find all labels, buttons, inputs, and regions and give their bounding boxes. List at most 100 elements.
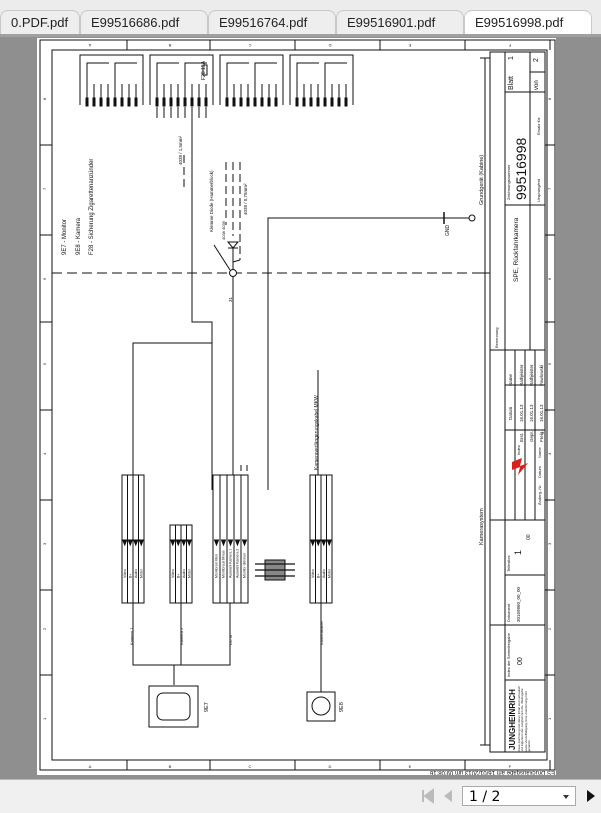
tab-label: E99516686.pdf	[91, 15, 180, 30]
document-value: 30169860_00_00	[516, 586, 521, 622]
gnd-terminal	[468, 214, 476, 222]
sheets-label: Teilestlos	[506, 556, 511, 572]
row-label: 5	[42, 362, 47, 365]
relay-contact	[226, 62, 249, 84]
row-label: 6	[42, 277, 47, 280]
pin-contact	[169, 97, 173, 107]
pin-label: Audio	[182, 569, 186, 578]
pin-contact	[204, 97, 208, 107]
diode-icon	[226, 241, 240, 249]
tab-label: E99516764.pdf	[219, 15, 308, 30]
pin-contact	[260, 97, 264, 107]
column-label: B	[168, 43, 171, 48]
tab-bar: 0.PDF.pdf E99516686.pdf E99516764.pdf E9…	[0, 0, 601, 37]
approval-name: Rathjeister	[529, 364, 534, 386]
pin-label: Motor	[327, 568, 331, 578]
pin-contact	[323, 97, 327, 107]
row-label: 2	[42, 627, 47, 630]
tab-label: E99516901.pdf	[347, 15, 436, 30]
pin-contact	[337, 97, 341, 107]
connector-block	[289, 54, 354, 105]
diode-label: Klemme Diode (Hammerblock)	[209, 170, 214, 232]
tab-label: 0.PDF.pdf	[11, 15, 69, 30]
tab-1[interactable]: E99516686.pdf	[80, 10, 208, 34]
prev-page-icon[interactable]	[440, 788, 456, 804]
monitor-screen	[156, 692, 191, 721]
tab-0[interactable]: 0.PDF.pdf	[0, 10, 80, 34]
next-page-icon[interactable]	[583, 788, 599, 804]
pin-label: Video	[311, 569, 315, 578]
dimension-label-top: Grundgerät (Kabine)	[479, 155, 485, 205]
sheet-value: 1	[508, 56, 515, 60]
gnd-label: GND	[445, 225, 451, 237]
pin-contact	[99, 97, 103, 107]
column-label: E	[408, 43, 411, 48]
index-value: 00	[526, 534, 532, 540]
terminal-circle	[229, 269, 237, 277]
column-label: D	[328, 43, 331, 48]
tab-4-active[interactable]: E99516998.pdf	[464, 10, 592, 34]
pin-contact-icon	[213, 539, 220, 547]
pin-contact	[309, 97, 313, 107]
replaces-label: Ersatz für:	[536, 117, 541, 135]
date-header: Datum	[508, 406, 513, 420]
row-label: 8	[42, 97, 47, 100]
pin-contact	[316, 97, 320, 107]
pin-contact-icon	[321, 539, 327, 547]
approval-date: 16.01.13	[529, 404, 534, 422]
row-label: 4	[547, 452, 552, 455]
approval-role: Erst.	[519, 433, 524, 442]
pin-contact	[232, 97, 236, 107]
tab-2[interactable]: E99516764.pdf	[208, 10, 336, 34]
column-label: B	[169, 764, 172, 769]
camera-lens-icon	[311, 696, 331, 716]
pin-contact-icon	[326, 539, 332, 547]
column-label: D	[329, 764, 332, 769]
pin-contact	[85, 97, 89, 107]
of-value: 2	[533, 58, 540, 62]
pin-contact	[274, 97, 278, 107]
pin-contact-icon	[227, 539, 234, 547]
pin-contact	[92, 97, 96, 107]
wire	[191, 113, 213, 490]
wire	[267, 217, 444, 490]
copyright-notice: Diese Zeichnung und deren Inhalt sind ve…	[518, 685, 532, 752]
first-page-icon[interactable]	[420, 788, 436, 804]
pin-label: B+	[316, 574, 320, 578]
wire-label: 31	[228, 296, 233, 302]
page-selector[interactable]: 1 / 2	[462, 786, 576, 806]
pin-label: Motor	[187, 568, 191, 578]
column-label: F	[509, 764, 512, 769]
pin-contact	[295, 97, 299, 107]
origin-label: Ursprung/ent	[536, 178, 541, 202]
pin-contact	[134, 97, 138, 107]
pin-contact-icon	[315, 539, 321, 547]
approval-date: 16.01.13	[519, 404, 524, 422]
pin-label: Motor	[139, 568, 143, 578]
approval-name: Pawlowski	[539, 365, 544, 386]
pin-contact-icon	[181, 539, 187, 547]
approval-role: Freig.	[539, 430, 544, 442]
pin-contact	[225, 97, 229, 107]
pin-contact	[246, 97, 250, 107]
pin-contact-icon	[138, 539, 144, 547]
sheets-value: 1	[513, 550, 523, 555]
dimension-label-bottom: Kamerasystem	[479, 508, 485, 545]
pin-contact-icon	[170, 539, 176, 547]
pin-contact	[344, 97, 348, 107]
sheet-label: Blatt	[508, 76, 515, 90]
tab-label: E99516998.pdf	[475, 15, 564, 30]
inner-frame	[51, 49, 548, 761]
connector	[212, 474, 249, 604]
tab-3[interactable]: E99516901.pdf	[336, 10, 464, 34]
pin-contact	[183, 97, 187, 107]
drawing-number-label: Zeichnungsnummer	[506, 164, 511, 200]
pin-label: Monitor dimmen	[243, 553, 247, 578]
pin-label: Audio	[322, 569, 326, 578]
row-label: 6	[547, 277, 552, 280]
wire-label: 4038 / 1,5mm²	[178, 135, 183, 165]
pin-contact	[330, 97, 334, 107]
pin-contact-icon	[241, 539, 248, 547]
